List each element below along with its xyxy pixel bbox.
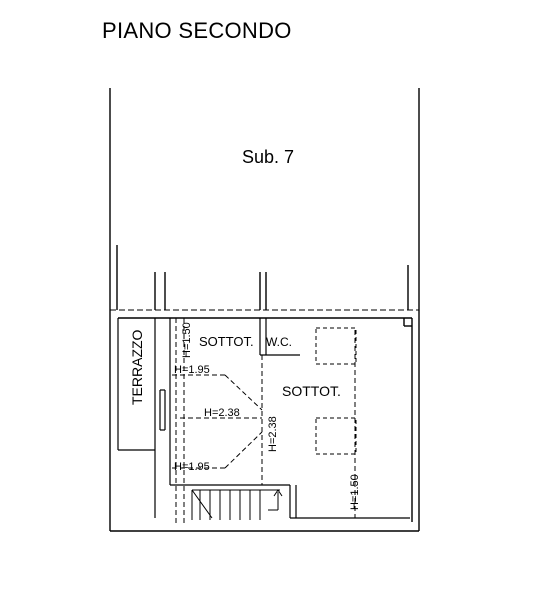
terrazzo-area — [117, 318, 166, 518]
interior-walls — [169, 318, 410, 519]
h195-top-label: H=1.95 — [174, 364, 210, 376]
outer-walls — [109, 310, 420, 532]
h238-vert-label: H=2.38 — [267, 416, 279, 452]
plan-title: PIANO SECONDO — [102, 18, 292, 43]
h150-top-label: H=1.50 — [181, 322, 193, 358]
staircase — [191, 489, 283, 520]
h238-horiz-label: H=2.38 — [204, 407, 240, 419]
sub-label: Sub. 7 — [242, 147, 294, 167]
terrazzo-label: TERRAZZO — [129, 329, 145, 405]
sottot-small-label: SOTTOT. — [199, 334, 254, 349]
wc-label: W.C. — [266, 335, 292, 349]
fixtures-dashed — [315, 327, 357, 455]
sub7-outline — [109, 88, 420, 310]
h150-right-label: H=1.50 — [349, 474, 361, 510]
height-dashes — [172, 318, 356, 525]
sottot-main-label: SOTTOT. — [282, 383, 341, 399]
h195-bottom-label: H=1.95 — [174, 461, 210, 473]
